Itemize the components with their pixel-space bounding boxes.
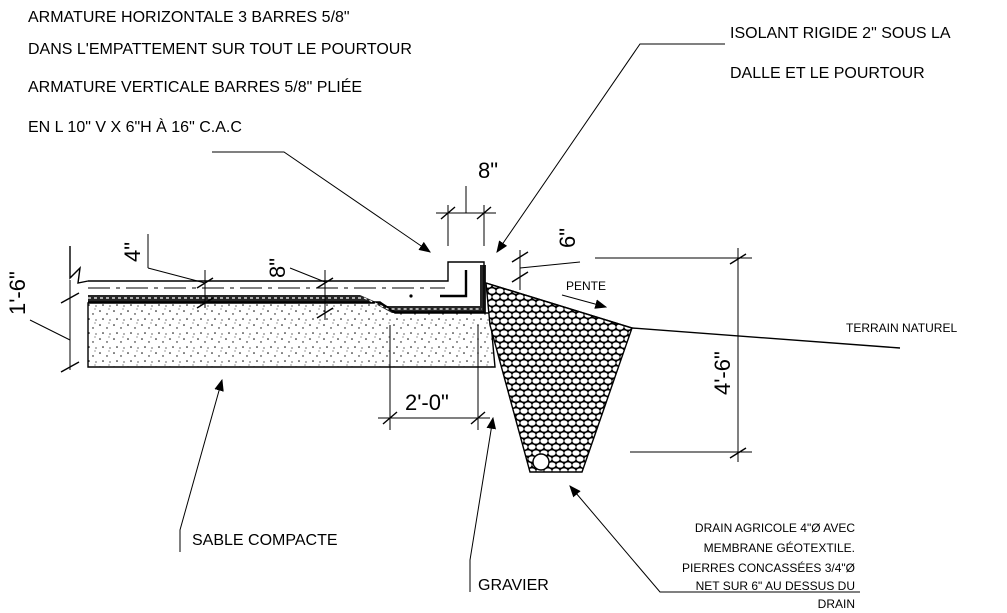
rebar-horizontal-note: ARMATURE HORIZONTALE 3 BARRES 5/8": [28, 9, 350, 26]
insulation-note: ISOLANT RIGIDE 2" SOUS LA: [730, 25, 951, 42]
gravel-label: GRAVIER: [478, 577, 549, 594]
drain-note-1: DRAIN AGRICOLE 4"Ø AVEC: [695, 521, 855, 535]
dim-thickening-width: 2'-0": [405, 390, 449, 415]
dim-slab-thickening: 8": [265, 258, 290, 278]
rebar-vertical-note: ARMATURE VERTICALE BARRES 5/8" PLIÉE: [28, 77, 362, 96]
natural-ground-line: [485, 282, 901, 349]
rigid-insulation: [88, 265, 486, 313]
dim-sand-depth: 1'-6": [5, 271, 30, 315]
insulation-note-2: DALLE ET LE POURTOUR: [730, 65, 925, 82]
break-line: [69, 246, 89, 284]
sand-leader: [179, 378, 224, 552]
slope-arrow: [561, 294, 608, 309]
rebar-horizontal-note-2: DANS L'EMPATTEMENT SUR TOUT LE POURTOUR: [28, 41, 412, 58]
gravel-leader: [469, 416, 497, 592]
rebar-vertical-note-2: EN L 10" V X 6"H À 16" C.A.C: [28, 117, 242, 136]
drain-note-4: NET SUR 6" AU DESSUS DU: [696, 579, 855, 593]
drain-note-2: MEMBRANE GÉOTEXTILE.: [704, 540, 855, 555]
l-rebar: [440, 270, 468, 298]
natural-ground-label: TERRAIN NATUREL: [846, 321, 957, 335]
slope-label: PENTE: [566, 279, 606, 293]
rebar-leader: [212, 151, 431, 253]
dim-drain-depth: 4'-6": [710, 351, 735, 395]
drain-leader: [569, 485, 860, 593]
sand-label: SABLE COMPACTE: [192, 532, 338, 549]
insulation-leader: [496, 43, 725, 253]
drain-pipe: [532, 453, 550, 471]
drain-note-5: DRAIN: [818, 597, 855, 611]
dim-slab-edge: 6": [555, 228, 580, 248]
crushed-stone-trench: [485, 282, 633, 473]
dim-slab-thickness: 4": [120, 242, 145, 262]
drain-note-3: PIERRES CONCASSÉES 3/4"Ø: [682, 560, 855, 575]
dim-footing-width: 8": [478, 158, 498, 183]
